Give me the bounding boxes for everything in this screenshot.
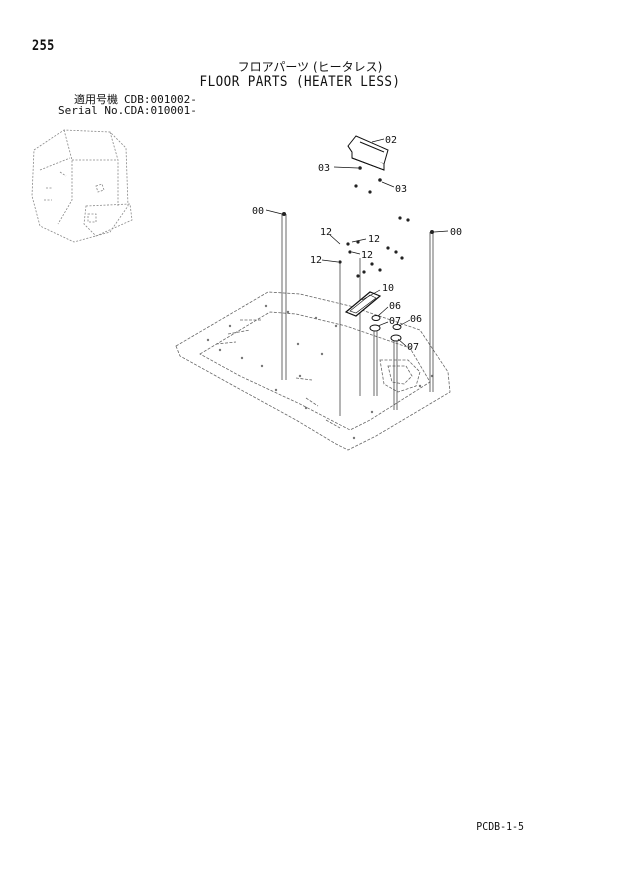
callout-00-right: 00 (450, 227, 462, 238)
callout-00-left: 00 (252, 206, 264, 217)
catalog-page-code: PCDB-1-5 (476, 820, 524, 833)
serial-label-en: Serial No. (58, 104, 125, 117)
floor-plate-holes (206, 304, 434, 440)
callout-07-upper: 07 (389, 316, 401, 327)
serial-value-cdb: CDB:001002- (124, 93, 197, 106)
page-title-japanese: フロアパーツ (ヒータレス) (237, 60, 383, 74)
machine-locator-thumbnail (31, 129, 133, 243)
callout-03-right: 03 (395, 184, 407, 195)
mounting-rods (281, 214, 434, 416)
serial-row-jp: 適用号機 CDB:001002- (64, 94, 197, 105)
callout-12-mid: 12 (368, 234, 380, 245)
callout-06-left: 06 (389, 301, 401, 312)
callout-07-lower: 07 (407, 342, 419, 353)
callout-12-low: 12 (361, 250, 373, 261)
callout-12-left: 12 (310, 255, 322, 266)
serial-label-jp: 適用号機 (74, 93, 118, 106)
pad-part-10 (344, 291, 382, 317)
grommets-06-07 (369, 315, 402, 342)
callout-labels: 02 03 03 00 00 12 12 12 12 10 06 07 06 0… (252, 135, 462, 353)
serial-value-cda: CDA:010001- (124, 104, 197, 117)
callout-02: 02 (385, 135, 397, 146)
callout-06-right: 06 (410, 314, 422, 325)
page-title: FLOOR PARTS (HEATER LESS) (199, 74, 401, 90)
callout-03-left: 03 (318, 163, 330, 174)
leader-lines (265, 138, 449, 347)
callout-10: 10 (382, 283, 394, 294)
fasteners (282, 166, 434, 278)
tray-part-02 (347, 135, 389, 171)
serial-applicability: 適用号機 CDB:001002- Serial No.CDA:010001- (58, 94, 197, 117)
floor-plate (175, 291, 451, 451)
serial-row-en: Serial No.CDA:010001- (58, 104, 197, 117)
page-number: 255 (32, 38, 55, 54)
callout-12-top: 12 (320, 227, 332, 238)
